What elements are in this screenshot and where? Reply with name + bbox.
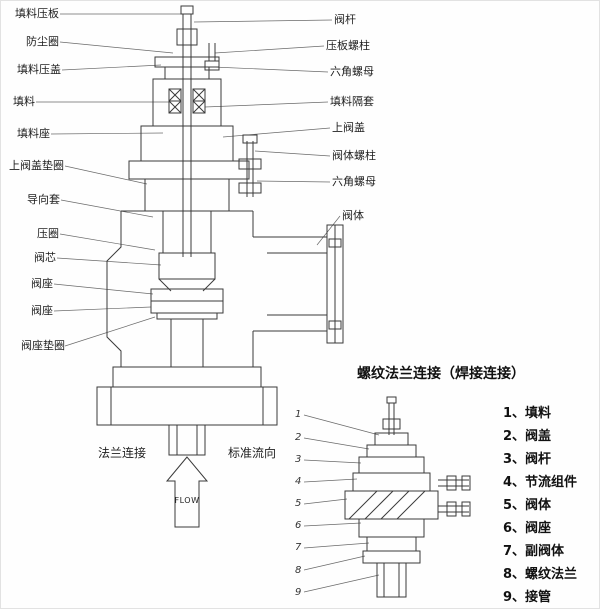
callout-number-5: 5: [295, 498, 302, 509]
part-label-upper-bonnet: 上阀盖: [332, 121, 365, 134]
callout-number-3: 3: [295, 454, 302, 465]
parts-list-item-5: 5、阀体: [503, 498, 552, 513]
part-label-seat-gasket: 阀座垫圈: [21, 339, 65, 352]
part-label-plate-stud: 压板螺柱: [326, 39, 370, 52]
part-label-bonnet-gasket: 上阀盖垫圈: [9, 159, 64, 172]
parts-list-item-7: 7、副阀体: [503, 544, 565, 559]
secondary-valve-geometry: [344, 396, 471, 598]
secondary-diagram-title: 螺纹法兰连接（焊接连接）: [357, 366, 525, 382]
callout-number-6: 6: [295, 520, 302, 531]
parts-list-item-2: 2、阀盖: [503, 429, 552, 444]
part-label-valve-seat-1: 阀座: [31, 277, 53, 290]
callout-number-1: 1: [295, 409, 302, 420]
callout-number-8: 8: [295, 565, 302, 576]
part-label-packing: 填料: [13, 95, 35, 108]
callout-number-9: 9: [295, 587, 302, 598]
parts-list-item-8: 8、螺纹法兰: [503, 567, 578, 582]
parts-list-item-1: 1、填料: [503, 406, 552, 421]
parts-list: 1、填料 2、阀盖 3、阀杆 4、节流组件 5、阀体 6、阀座 7、副阀体 8、…: [503, 402, 578, 608]
part-label-valve-stem: 阀杆: [334, 13, 356, 26]
main-valve-geometry: [96, 5, 344, 528]
part-label-valve-core: 阀芯: [34, 251, 56, 264]
parts-list-item-3: 3、阀杆: [503, 452, 552, 467]
standard-flow-label: 标准流向: [228, 446, 277, 460]
part-label-dust-ring: 防尘圈: [26, 35, 59, 48]
part-label-packing-gland: 填料压盖: [17, 63, 61, 76]
part-label-hex-nut-2: 六角螺母: [332, 175, 376, 188]
parts-list-item-4: 4、节流组件: [503, 475, 578, 490]
callout-number-4: 4: [295, 476, 302, 487]
leader-lines: [36, 13, 380, 593]
part-label-hex-nut-1: 六角螺母: [330, 65, 374, 78]
part-label-pressure-ring: 压圈: [37, 227, 59, 240]
part-label-packing-plate: 填料压板: [15, 7, 59, 20]
flange-connection-label: 法兰连接: [98, 446, 147, 460]
part-label-body-stud: 阀体螺柱: [332, 149, 376, 162]
parts-list-item-9: 9、接管: [503, 590, 552, 605]
part-label-valve-seat-2: 阀座: [31, 304, 53, 317]
callout-number-2: 2: [295, 432, 302, 443]
parts-list-item-6: 6、阀座: [503, 521, 552, 536]
flow-arrow-label: FLOW: [174, 496, 200, 505]
callout-number-7: 7: [295, 542, 302, 553]
part-label-packing-spacer: 填料隔套: [330, 95, 374, 108]
part-label-packing-seat: 填料座: [17, 127, 50, 140]
part-label-valve-body: 阀体: [342, 209, 364, 222]
part-label-guide-sleeve: 导向套: [27, 193, 60, 206]
